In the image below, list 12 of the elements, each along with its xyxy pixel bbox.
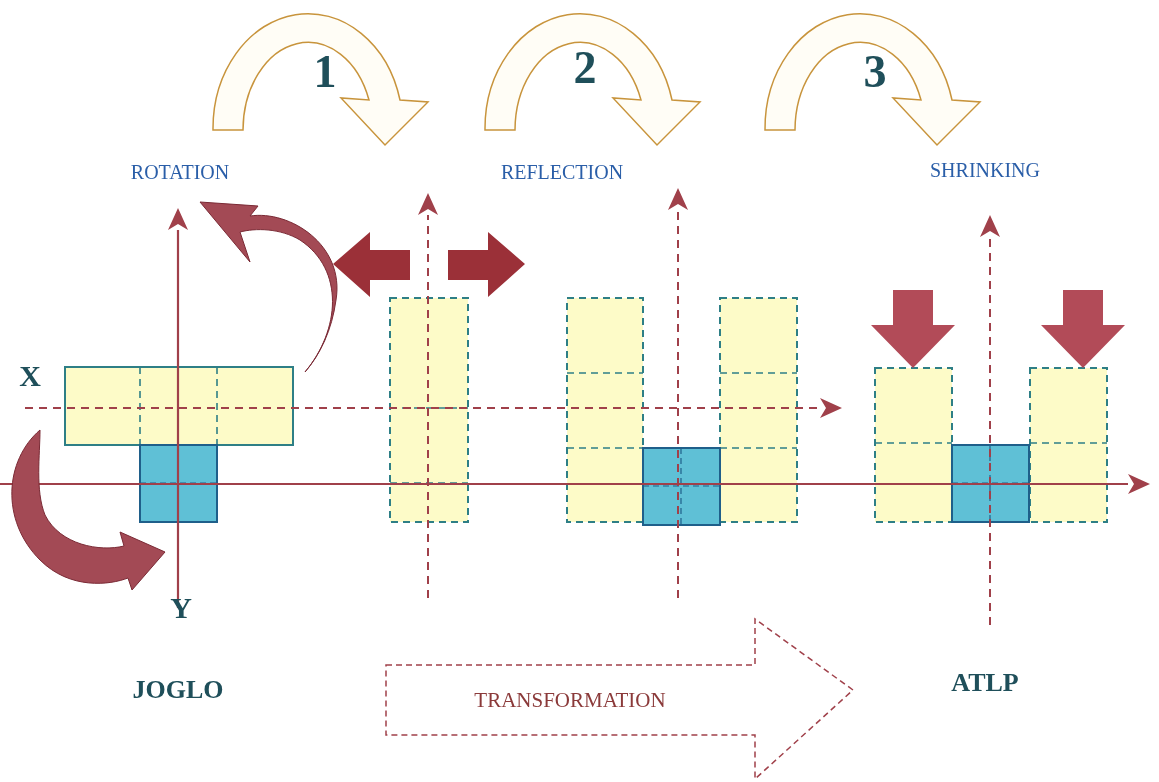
label: X [19, 361, 41, 391]
label: Y [170, 593, 192, 623]
label: JOGLO [132, 677, 224, 703]
label: SHRINKING [930, 160, 1040, 180]
arrow-label: TRANSFORMATION [473, 686, 667, 714]
step-number: 1 [313, 49, 337, 95]
block-arrow [385, 618, 855, 780]
step-number: 2 [573, 45, 597, 91]
label: REFLECTION [500, 162, 624, 182]
label: ATLP [951, 670, 1019, 696]
label: ROTATION [130, 162, 230, 182]
step-number: 3 [863, 49, 887, 95]
